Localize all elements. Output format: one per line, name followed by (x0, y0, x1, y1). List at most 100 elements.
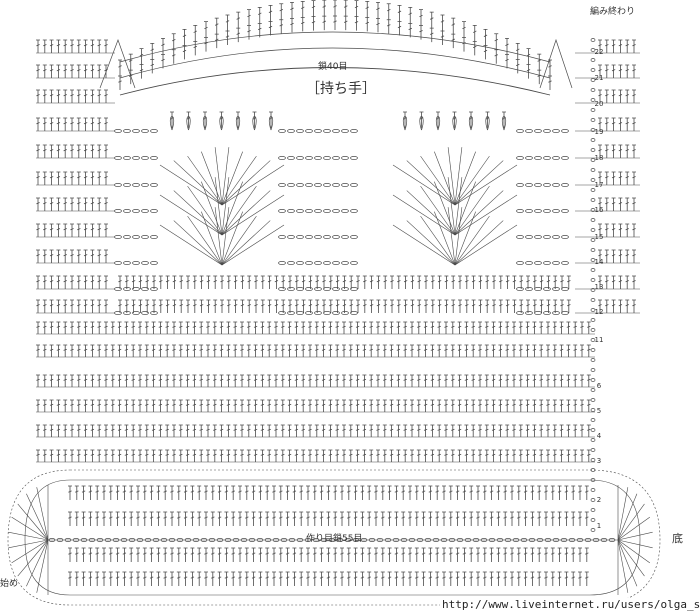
foundation-chain-st (232, 538, 240, 542)
inner-dc (566, 299, 571, 313)
arch-dc (537, 53, 542, 71)
band-dc (83, 344, 88, 357)
foundation-chain-st (448, 538, 456, 542)
handle-chain (561, 287, 569, 291)
handle-chain (287, 183, 295, 187)
body-dc (301, 424, 306, 437)
base-dc (401, 547, 406, 562)
base-dc (95, 485, 100, 500)
body-dc (498, 374, 503, 387)
inner-dc (430, 299, 435, 313)
foundation-chain-st (464, 538, 472, 542)
base-dc (510, 511, 514, 526)
foundation-chain-st (160, 538, 168, 542)
left-side-dc (56, 144, 61, 158)
body-dc (308, 424, 312, 437)
handle-chain (123, 183, 131, 187)
handle-chain (296, 235, 304, 239)
body-dc (376, 399, 380, 412)
right-motif-fan-spoke (454, 160, 504, 206)
body-dc (206, 374, 210, 387)
inner-dc (444, 275, 449, 289)
body-dc (104, 424, 108, 437)
right-side-dc (611, 89, 616, 103)
body-dc (274, 449, 278, 462)
base-dc (292, 485, 297, 500)
band-dc (539, 321, 544, 334)
right-side-dc (598, 39, 602, 53)
right-side-dc (632, 249, 636, 263)
marker-chain (590, 48, 596, 52)
body-dc (342, 424, 346, 437)
arch-dc (214, 17, 219, 35)
left-side-dc (76, 144, 81, 158)
body-dc (219, 374, 224, 387)
base-dc (231, 571, 236, 586)
watermark-url: http://www.liveinternet.ru/users/olga_sa… (440, 598, 700, 611)
base-dc (414, 571, 419, 586)
right-side-dc (611, 299, 616, 313)
band-dc (131, 344, 136, 357)
base-dc (129, 511, 134, 526)
arch-dc (397, 21, 402, 36)
handle-chain (114, 209, 122, 213)
inner-dc (539, 275, 544, 289)
left-side-dc (90, 89, 95, 103)
left-motif-fan-spoke (221, 207, 230, 266)
handle-chain (543, 261, 551, 265)
arch-dc (247, 25, 251, 40)
base-right-fan (617, 516, 651, 541)
base-dc (469, 571, 474, 586)
handle-chain (323, 156, 331, 160)
body-dc (110, 424, 115, 437)
band-dc (76, 344, 81, 357)
body-dc (185, 449, 190, 462)
base-dc (401, 571, 406, 586)
body-dc (321, 399, 326, 412)
inner-dc (485, 299, 490, 313)
body-dc (185, 374, 190, 387)
inner-dc (274, 299, 279, 313)
base-dc (584, 571, 589, 586)
body-dc (138, 449, 142, 462)
left-side-dc (104, 144, 108, 158)
body-dc (83, 399, 88, 412)
base-dc (95, 511, 100, 526)
foundation-chain-st (224, 538, 232, 542)
body-dc (396, 424, 401, 437)
inner-dc (165, 299, 170, 313)
body-dc (42, 374, 47, 387)
inner-dc (356, 299, 360, 313)
marker-chain (590, 98, 596, 102)
left-side-dc (63, 249, 68, 263)
body-dc (573, 449, 578, 462)
arch-dc (429, 27, 434, 43)
foundation-chain-st (600, 538, 608, 542)
base-dc (530, 511, 535, 526)
base-dc (156, 511, 161, 526)
body-dc (505, 449, 510, 462)
body-dc (185, 424, 190, 437)
left-motif-fan-spoke (173, 220, 223, 266)
right-side-dc (604, 299, 609, 313)
band-dc (178, 321, 183, 334)
body-dc (240, 449, 244, 462)
body-dc (580, 374, 584, 387)
body-dc (308, 399, 312, 412)
right-motif-fan-spoke (392, 194, 456, 236)
band-dc (226, 344, 231, 357)
base-dc (190, 485, 195, 500)
inner-dc (342, 299, 347, 313)
marker-chain (590, 168, 596, 172)
left-motif-fan-spoke (221, 220, 271, 266)
left-side-dc (49, 249, 54, 263)
band-dc (308, 344, 312, 357)
arch-dc (451, 33, 456, 49)
left-motif-shell-dc (186, 111, 191, 128)
body-dc (566, 374, 571, 387)
inner-dc (192, 299, 197, 313)
band-dc (389, 321, 394, 334)
base-right-fan (617, 539, 629, 593)
left-side-dc (104, 171, 108, 185)
arch-dc (236, 11, 241, 29)
